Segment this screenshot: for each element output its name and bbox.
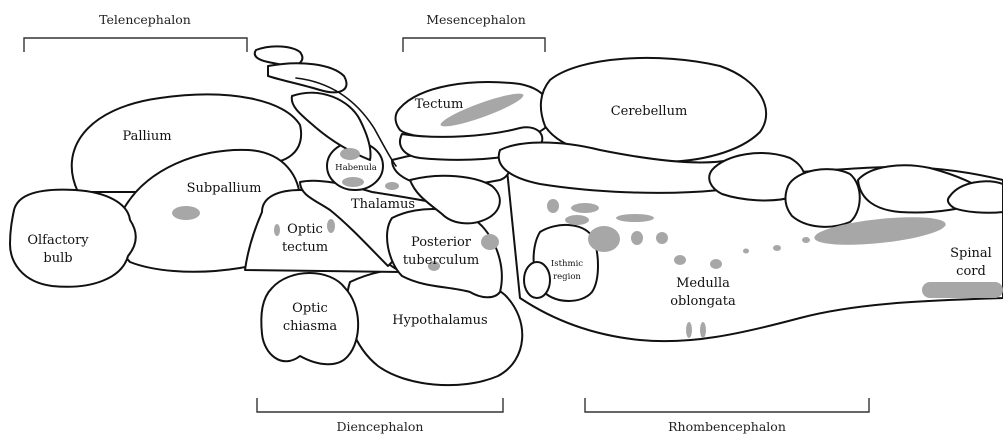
spot-subpallium	[172, 206, 200, 220]
upper-flap-3	[292, 93, 371, 160]
spot-medulla-11	[773, 245, 781, 251]
posterior-tuberculum-label-1: Posterior	[411, 235, 472, 250]
spot-medulla-4	[616, 214, 654, 222]
optic-tectum-label-1: Optic	[287, 222, 323, 237]
spot-medulla-12	[802, 237, 810, 243]
telencephalon-label: Telencephalon	[99, 12, 191, 27]
spot-medulla-1	[547, 199, 559, 213]
subpallium-label: Subpallium	[187, 181, 262, 196]
mesencephalon-label: Mesencephalon	[426, 12, 526, 27]
spot-habenula-top	[340, 148, 360, 160]
spot-medulla-bottom-1	[686, 322, 692, 338]
upper-flap-2	[268, 63, 347, 92]
spot-spinal-cord	[922, 282, 1003, 298]
spot-thalamus	[385, 182, 399, 190]
spot-medulla-bottom-2	[700, 322, 706, 338]
optic-chiasma-label-1: Optic	[292, 301, 328, 316]
spot-optic-tectum-2	[274, 224, 280, 236]
spot-medulla-10	[743, 249, 749, 254]
habenula-label: Habenula	[335, 163, 377, 173]
rhombencephalon-label: Rhombencephalon	[668, 419, 786, 434]
thalamus-label: Thalamus	[351, 197, 415, 212]
spot-medulla-8	[674, 255, 686, 265]
isthmic-region-inner	[524, 262, 550, 298]
mesencephalon-bracket	[403, 38, 545, 52]
diencephalon-bracket	[257, 398, 503, 412]
posterior-tuberculum-label-2: tuberculum	[403, 253, 479, 268]
optic-tectum-label-2: tectum	[282, 240, 328, 255]
medulla-oblongata-label-1: Medulla	[676, 276, 730, 291]
medulla-oblongata-label-2: oblongata	[670, 294, 736, 309]
spot-medulla-9	[710, 259, 722, 269]
cerebellum-label: Cerebellum	[611, 104, 688, 119]
telencephalon-bracket	[24, 38, 247, 52]
spinal-cord-label-2: cord	[956, 264, 986, 279]
olfactory-bulb-label-2: bulb	[43, 251, 72, 266]
optic-chiasma-label-2: chiasma	[283, 319, 338, 334]
spot-posterior-tuberculum	[481, 234, 499, 250]
spot-medulla-6	[631, 231, 643, 245]
isthmic-region-label-1: Isthmic	[551, 259, 583, 269]
hindbrain-lobe-2	[785, 169, 859, 227]
diencephalon-label: Diencephalon	[337, 419, 424, 434]
rhombencephalon-bracket	[585, 398, 869, 412]
spot-optic-tectum	[327, 219, 335, 233]
isthmic-region-label-2: region	[553, 272, 581, 282]
tectum-label: Tectum	[415, 97, 464, 112]
spot-medulla-7	[656, 232, 668, 244]
spot-medulla-5	[588, 226, 620, 252]
hypothalamus-label: Hypothalamus	[392, 313, 487, 328]
spot-habenula-bottom	[342, 177, 364, 187]
pallium-label: Pallium	[122, 129, 171, 144]
spot-medulla-2	[571, 203, 599, 213]
spot-medulla-3	[565, 215, 589, 225]
spinal-cord-label-1: Spinal	[950, 246, 992, 261]
olfactory-bulb-label-1: Olfactory	[27, 233, 89, 248]
